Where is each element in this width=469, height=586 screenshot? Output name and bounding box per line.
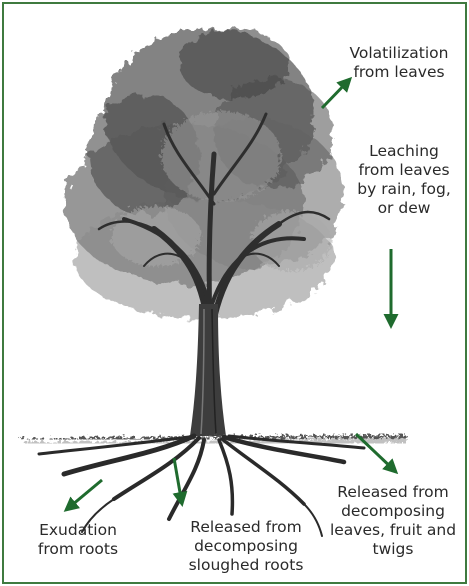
label-line: sloughed roots bbox=[176, 556, 316, 575]
label-released-leaves: Released from decomposing leaves, fruit … bbox=[322, 483, 464, 559]
label-volatilization: Volatilization from leaves bbox=[334, 44, 464, 82]
label-line: decomposing bbox=[176, 537, 316, 556]
arrow-exudation bbox=[66, 480, 102, 510]
label-line: Volatilization bbox=[334, 44, 464, 63]
label-line: by rain, fog, bbox=[344, 180, 464, 199]
label-released-roots: Released from decomposing sloughed roots bbox=[176, 518, 316, 575]
arrow-released-roots bbox=[174, 458, 182, 504]
label-line: twigs bbox=[322, 540, 464, 559]
label-exudation: Exudation from roots bbox=[18, 521, 138, 559]
label-line: from leaves bbox=[344, 161, 464, 180]
label-line: Released from bbox=[322, 483, 464, 502]
label-line: from leaves bbox=[334, 63, 464, 82]
label-line: decomposing bbox=[322, 502, 464, 521]
label-line: from roots bbox=[18, 540, 138, 559]
label-line: Released from bbox=[176, 518, 316, 537]
label-line: leaves, fruit and bbox=[322, 521, 464, 540]
label-leaching: Leaching from leaves by rain, fog, or de… bbox=[344, 142, 464, 218]
label-line: Exudation bbox=[18, 521, 138, 540]
label-line: Leaching bbox=[344, 142, 464, 161]
tree-trunk bbox=[190, 304, 226, 436]
arrow-volatilization bbox=[322, 79, 350, 108]
label-line: or dew bbox=[344, 199, 464, 218]
